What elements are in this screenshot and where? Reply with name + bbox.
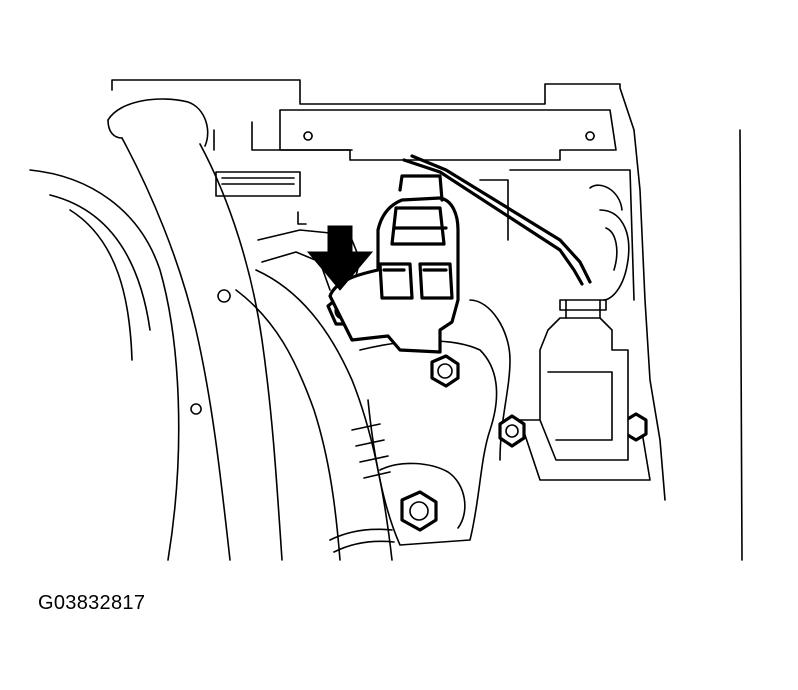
figure-id-label: G03832817 [38, 592, 146, 614]
bolt-icon [624, 412, 648, 442]
bolt-icon [430, 354, 460, 388]
secondary-hose [235, 269, 395, 561]
indicator-arrow-icon [306, 225, 374, 291]
radiator-hose [107, 98, 283, 561]
upper-mounting-plate [111, 79, 743, 561]
right-connector [539, 184, 630, 461]
left-housing [29, 169, 180, 561]
sensor-assembly [328, 154, 592, 354]
bolt-icon [498, 414, 526, 448]
bolt-icon [400, 490, 438, 532]
